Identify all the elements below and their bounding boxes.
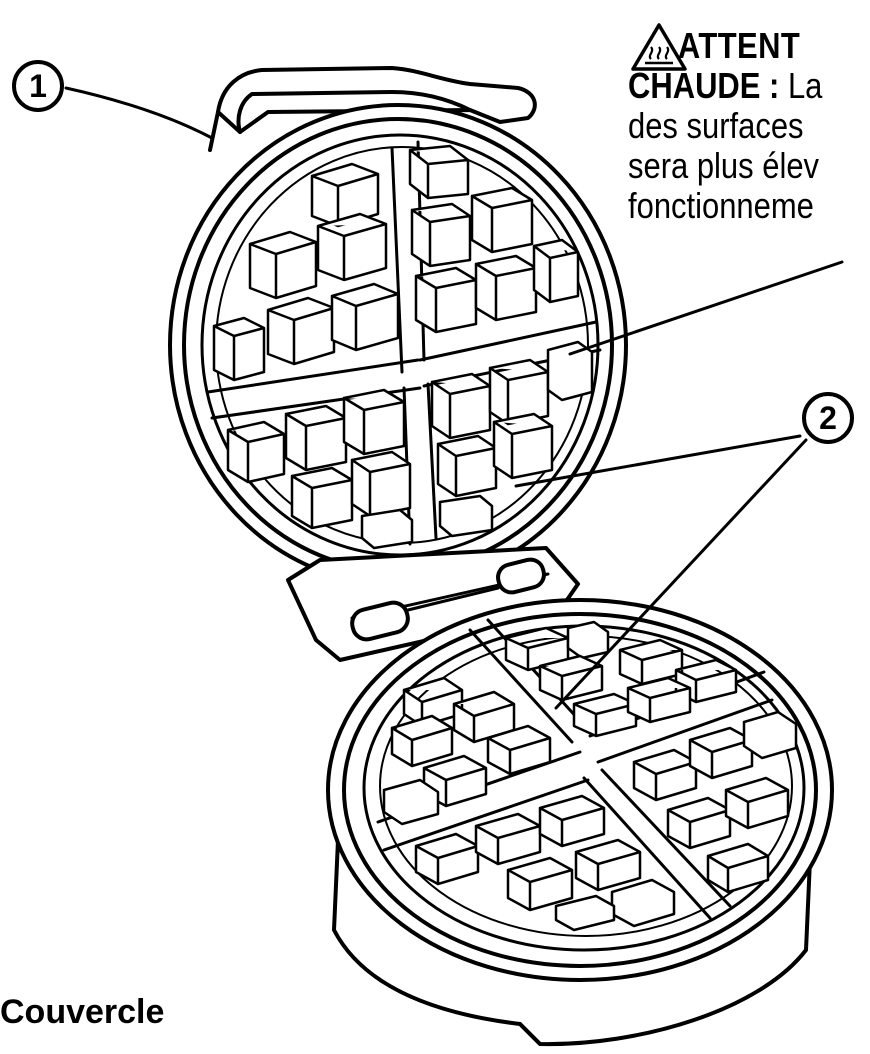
warning-line-1-bold: CHAUDE :	[628, 65, 780, 106]
warning-line-2: des surfaces	[628, 105, 804, 146]
warning-line-4: fonctionneme	[628, 185, 814, 226]
hot-surface-warning-text: ATTENT CHAUDE : La des surfaces sera plu…	[628, 26, 836, 226]
caption-couvercle: Couvercle	[0, 993, 165, 1031]
warning-line-1: CHAUDE : La	[628, 66, 836, 106]
leader-line-1	[64, 86, 214, 140]
warning-title: ATTENT	[677, 26, 801, 66]
leader-lines	[64, 86, 844, 710]
base-waffle-grid	[382, 620, 798, 932]
lid-waffle-grid	[212, 144, 594, 550]
leader-line-warning	[568, 260, 844, 356]
leader-line-2-base	[554, 438, 808, 710]
leader-line-2-lid	[514, 434, 802, 488]
warning-line-1-rest: La	[779, 65, 823, 106]
callout-2: 2	[802, 392, 854, 444]
hot-surface-warning-icon	[631, 23, 687, 71]
hinge	[286, 546, 580, 662]
callout-1: 1	[12, 60, 64, 112]
warning-line-3: sera plus élev	[628, 145, 820, 186]
